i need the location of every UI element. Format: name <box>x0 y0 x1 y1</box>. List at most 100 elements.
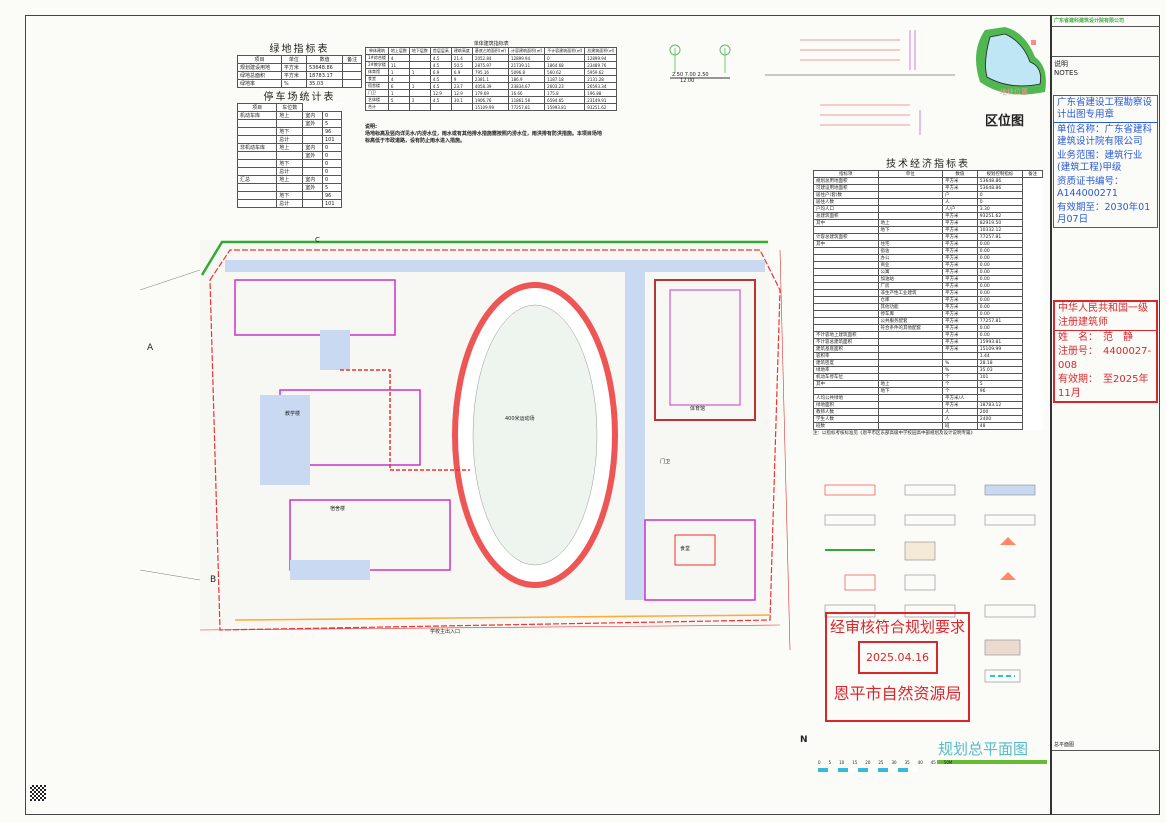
table-cell: 0.00 <box>976 261 1024 269</box>
qr-code <box>30 785 46 801</box>
table-cell: 平方米 <box>942 247 978 255</box>
table-cell <box>942 352 978 360</box>
table-cell: 77257.81 <box>508 103 546 111</box>
table-cell: 绿地面积 <box>813 401 879 409</box>
canteen-building <box>644 519 756 601</box>
table-cell: 平方米 <box>942 240 978 248</box>
table-cell: 住宅 <box>877 240 943 248</box>
table-cell: 总计 <box>276 135 304 144</box>
table-cell: 48 <box>976 422 1024 430</box>
table-cell: 0.00 <box>976 275 1024 283</box>
scale-label: 30 <box>891 760 897 765</box>
table-cell: 汇总 <box>236 175 278 184</box>
drawing-frame <box>25 15 1160 815</box>
table-cell <box>408 89 431 97</box>
table-cell: 77257.81 <box>976 317 1024 325</box>
site-marker-icon <box>1031 40 1036 45</box>
table-cell: 人 <box>942 415 978 423</box>
table-cell: 其他功能 <box>877 303 943 311</box>
table-cell <box>408 61 431 69</box>
table-cell: 0.00 <box>976 282 1024 290</box>
table-cell: 4.5 <box>429 82 452 90</box>
table-cell: 平方米 <box>942 331 978 339</box>
table-cell <box>877 338 943 346</box>
table-header: 建筑高度 <box>450 47 473 55</box>
table-cell: 35.03 <box>976 366 1024 374</box>
table-cell: 560.62 <box>544 68 586 76</box>
scale-label: 15 <box>852 760 858 765</box>
table-cell: 2052.84 <box>471 54 510 62</box>
table-cell: 5 <box>387 96 410 104</box>
table-cell: 0.00 <box>976 310 1024 318</box>
table-cell: 地上 <box>877 380 943 388</box>
table-header: 数值 <box>942 170 978 178</box>
table-cell: 地上 <box>877 219 943 227</box>
scale-label: 50M <box>943 760 953 765</box>
table-cell: 平方米 <box>280 71 307 80</box>
table-cell: 101 <box>321 135 343 144</box>
table-cell: 室内 <box>302 175 323 184</box>
table-cell: 平方米 <box>942 401 978 409</box>
table-cell: 绿地率 <box>813 366 879 374</box>
table-cell: 地下 <box>877 387 943 395</box>
table-cell: 53648.86 <box>305 63 344 72</box>
table-cell: 21739.11 <box>508 61 546 69</box>
table-cell: 6 <box>387 82 410 90</box>
table-cell: 容积率 <box>813 352 879 360</box>
table-cell: 1.44 <box>976 352 1024 360</box>
table-cell <box>976 394 1024 402</box>
table-cell: 平方米 <box>942 261 978 269</box>
table-cell <box>450 103 473 111</box>
table-cell: 12.9 <box>450 89 473 97</box>
table-header: 车位数 <box>276 103 304 112</box>
table-cell: 人/户 <box>942 205 978 213</box>
table-row: 绿地率%35.03 <box>237 79 362 88</box>
basketball-courts <box>654 279 756 421</box>
table-cell: 平方米 <box>942 317 978 325</box>
table-cell: 1 <box>408 82 431 90</box>
table-cell: 196.88 <box>584 89 618 97</box>
track-label: 400米运动场 <box>505 416 535 422</box>
teaching-label: 教学楼 <box>285 411 301 417</box>
location-marker-label: 地块位置 <box>1000 88 1028 96</box>
table-cell <box>276 151 304 160</box>
table-cell: 地下 <box>276 191 304 200</box>
table-cell <box>877 408 943 416</box>
table-cell: 1 <box>387 89 410 97</box>
scale-label: 5 <box>828 760 832 765</box>
table-cell: 平方米 <box>942 282 978 290</box>
table-cell: 4058.39 <box>471 82 510 90</box>
table-cell: 200 <box>976 408 1024 416</box>
road-section-diagram <box>669 44 731 79</box>
table-cell: 53648.86 <box>976 177 1024 185</box>
drawing-title: 规划总平面图 <box>938 740 1029 758</box>
table-cell: 0 <box>321 111 343 120</box>
table-cell: 82919.50 <box>976 219 1024 227</box>
scale-label: 10 <box>839 760 845 765</box>
table-cell <box>877 373 943 381</box>
table-cell: 平方米 <box>942 219 978 227</box>
table-cell: 18783.17 <box>305 71 344 80</box>
table-cell: 1187.18 <box>544 75 586 83</box>
table-cell <box>877 352 943 360</box>
table-cell: 平方米 <box>942 338 978 346</box>
table-cell: 4.5 <box>429 96 452 104</box>
table-header: 地下层数 <box>408 47 431 55</box>
table-cell: 4.5 <box>429 61 452 69</box>
design-stamp: 广东省建设工程勘察设计出图专用章 单位名称：广东省建科建筑设计院有限公司 业务范… <box>1053 95 1158 228</box>
table-row: 绿地率%35.03 <box>813 366 1043 374</box>
table-cell <box>387 103 410 111</box>
table-cell <box>236 151 278 160</box>
